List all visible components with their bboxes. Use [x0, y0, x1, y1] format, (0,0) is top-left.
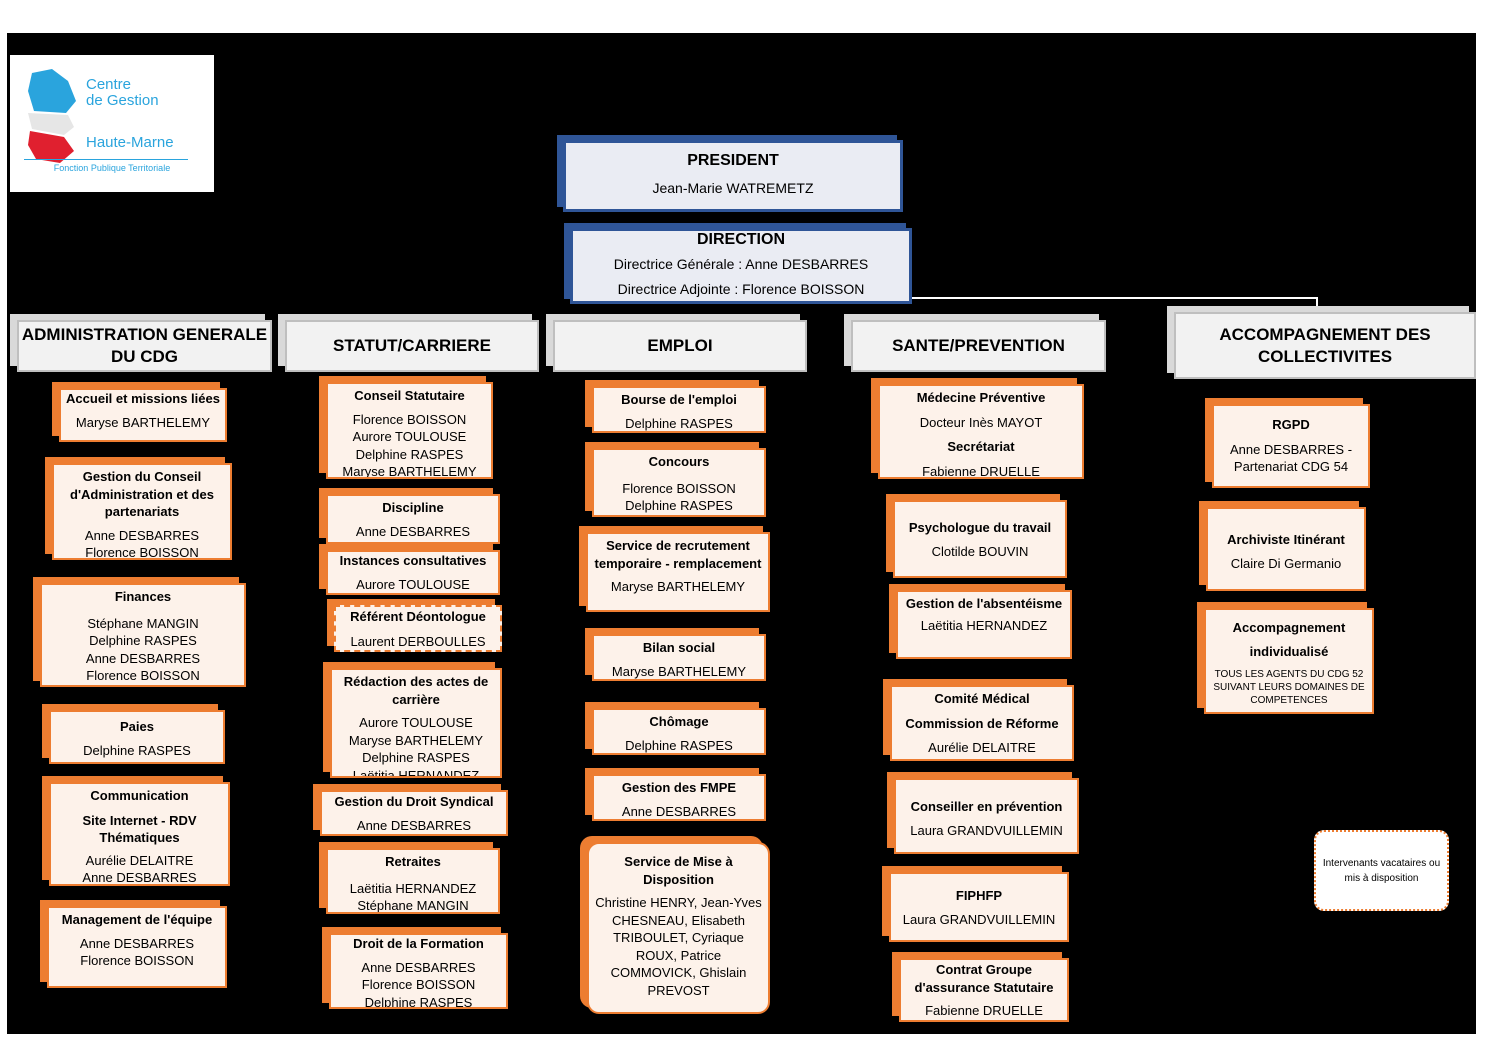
direction-box: DIRECTION Directrice Générale : Anne DES… — [570, 228, 912, 304]
president-name: Jean-Marie WATREMETZ — [652, 180, 814, 196]
connector-line — [908, 297, 1318, 299]
dept-statut: STATUT/CARRIERE — [285, 320, 539, 372]
sante-psychologue-box: Psychologue du travail Clotilde BOUVIN — [893, 500, 1067, 578]
statut-discipline-box: Discipline Anne DESBARRES — [326, 494, 500, 544]
sante-contrat-box: Contrat Groupe d'assurance Statutaire Fa… — [899, 958, 1069, 1022]
president-box: PRESIDENT Jean-Marie WATREMETZ — [563, 140, 903, 212]
map-logo-icon — [28, 69, 76, 163]
emploi-chomage-box: Chômage Delphine RASPES — [592, 708, 766, 755]
sante-medecine-box: Médecine Préventive Docteur Inès MAYOT S… — [878, 384, 1084, 479]
dept-administration: ADMINISTRATION GENERALE DU CDG — [17, 320, 272, 372]
sante-absenteisme-box: Gestion de l'absentéisme Laëtitia HERNAN… — [896, 590, 1072, 659]
logo-divider — [24, 159, 188, 160]
sante-conseiller-box: Conseiller en prévention Laura GRANDVUIL… — [894, 778, 1079, 854]
president-title: PRESIDENT — [687, 152, 779, 169]
statut-retraites-box: Retraites Laëtitia HERNANDEZ Stéphane MA… — [326, 848, 500, 914]
emploi-bilan-box: Bilan social Maryse BARTHELEMY — [592, 634, 766, 681]
emploi-mise-disposition-box: Service de Mise à Disposition Christine … — [587, 842, 770, 1014]
accomp-rgpd-box: RGPD Anne DESBARRES - Partenariat CDG 54 — [1212, 404, 1370, 488]
logo-subtitle: Fonction Publique Territoriale — [53, 163, 171, 173]
emploi-concours-box: Concours Florence BOISSON Delphine RASPE… — [592, 448, 766, 517]
emploi-recrutement-box: Service de recrutement temporaire - remp… — [586, 532, 770, 612]
dept-accompagnement: ACCOMPAGNEMENT DES COLLECTIVITES — [1174, 312, 1476, 379]
logo-haute-marne: Haute-Marne — [86, 134, 174, 151]
intervenants-note: Intervenants vacataires ou mis à disposi… — [1314, 830, 1449, 911]
statut-formation-box: Droit de la Formation Anne DESBARRES Flo… — [329, 933, 508, 1009]
direction-adjointe: Directrice Adjointe : Florence BOISSON — [617, 281, 865, 297]
statut-redaction-box: Rédaction des actes de carrière Aurore T… — [330, 668, 502, 778]
admin-accueil-box: Accueil et missions liées Maryse BARTHEL… — [59, 388, 227, 442]
statut-conseil-box: Conseil Statutaire Florence BOISSON Auro… — [326, 382, 493, 479]
emploi-fmpe-box: Gestion des FMPE Anne DESBARRES — [592, 774, 766, 821]
statut-droit-syndical-box: Gestion du Droit Syndical Anne DESBARRES — [320, 790, 508, 836]
dept-emploi: EMPLOI — [553, 320, 807, 372]
emploi-bourse-box: Bourse de l'emploi Delphine RASPES — [592, 386, 766, 433]
dept-sante: SANTE/PREVENTION — [851, 320, 1106, 372]
logo-gestion: de Gestion — [86, 92, 159, 109]
connector-line — [1316, 297, 1318, 307]
direction-general: Directrice Générale : Anne DESBARRES — [613, 256, 869, 272]
admin-paies-box: Paies Delphine RASPES — [49, 710, 225, 764]
admin-finances-box: Finances Stéphane MANGIN Delphine RASPES… — [40, 583, 246, 687]
sante-comite-box: Comité Médical Commission de Réforme Aur… — [890, 685, 1074, 761]
logo-centre: Centre — [86, 76, 132, 93]
accomp-individualise-box: Accompagnement individualisé TOUS LES AG… — [1204, 608, 1374, 714]
admin-conseil-box: Gestion du Conseil d'Administration et d… — [52, 463, 232, 560]
statut-instances-box: Instances consultatives Aurore TOULOUSE — [326, 550, 500, 595]
statut-deontologue-box: Référent Déontologue Laurent DERBOULLES — [334, 605, 502, 652]
sante-fiphfp-box: FIPHFP Laura GRANDVUILLEMIN — [889, 872, 1069, 942]
admin-communication-box: Communication Site Internet - RDV Thémat… — [49, 782, 230, 886]
direction-title: DIRECTION — [697, 231, 785, 248]
admin-management-box: Management de l'équipe Anne DESBARRES Fl… — [47, 906, 227, 988]
accomp-archiviste-box: Archiviste Itinérant Claire Di Germanio — [1206, 507, 1366, 591]
